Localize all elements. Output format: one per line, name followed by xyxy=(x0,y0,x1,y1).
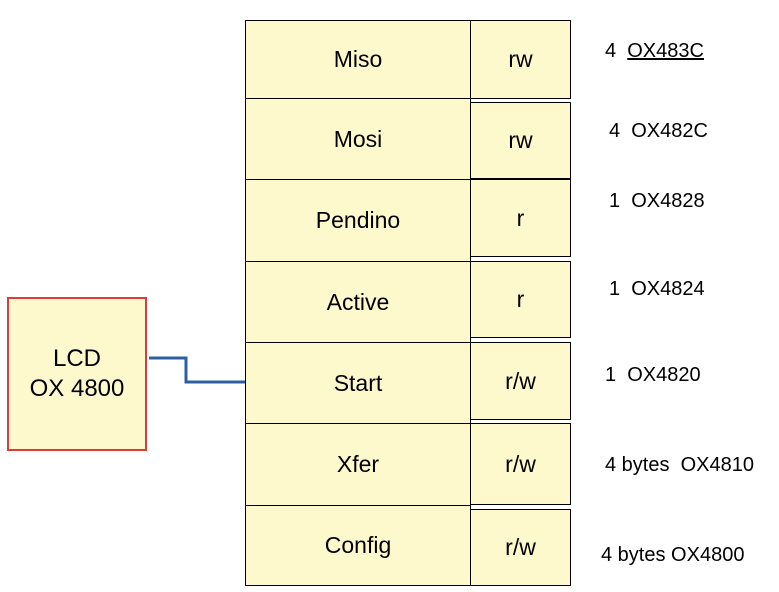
register-address-mosi: 4 OX482C xyxy=(609,120,708,142)
register-access-pendino: r xyxy=(470,179,571,257)
register-name-miso: Miso xyxy=(245,20,471,99)
register-name-xfer: Xfer xyxy=(245,423,471,506)
lcd-box: LCD OX 4800 xyxy=(7,297,147,451)
register-address-config: 4 bytes OX4800 xyxy=(601,544,745,566)
register-address-start: 1 OX4820 xyxy=(605,364,701,386)
register-access-active: r xyxy=(470,261,571,338)
lcd-label: LCD xyxy=(52,345,101,372)
register-name-mosi: Mosi xyxy=(245,98,471,180)
register-address-pendino: 1 OX4828 xyxy=(609,190,705,212)
register-access-config: r/w xyxy=(470,509,571,586)
register-access-miso: rw xyxy=(470,20,571,99)
lcd-base-address: OX 4800 xyxy=(29,375,125,402)
register-name-pendino: Pendino xyxy=(245,179,471,262)
register-name-active: Active xyxy=(245,261,471,343)
register-access-start: r/w xyxy=(470,342,571,420)
register-address-xfer: 4 bytes OX4810 xyxy=(605,454,754,476)
register-name-config: Config xyxy=(245,505,471,586)
register-address-active: 1 OX4824 xyxy=(609,278,705,300)
register-access-mosi: rw xyxy=(470,102,571,179)
register-access-xfer: r/w xyxy=(470,423,571,505)
register-name-start: Start xyxy=(245,342,471,424)
register-address-miso: 4 OX483C xyxy=(605,40,704,62)
